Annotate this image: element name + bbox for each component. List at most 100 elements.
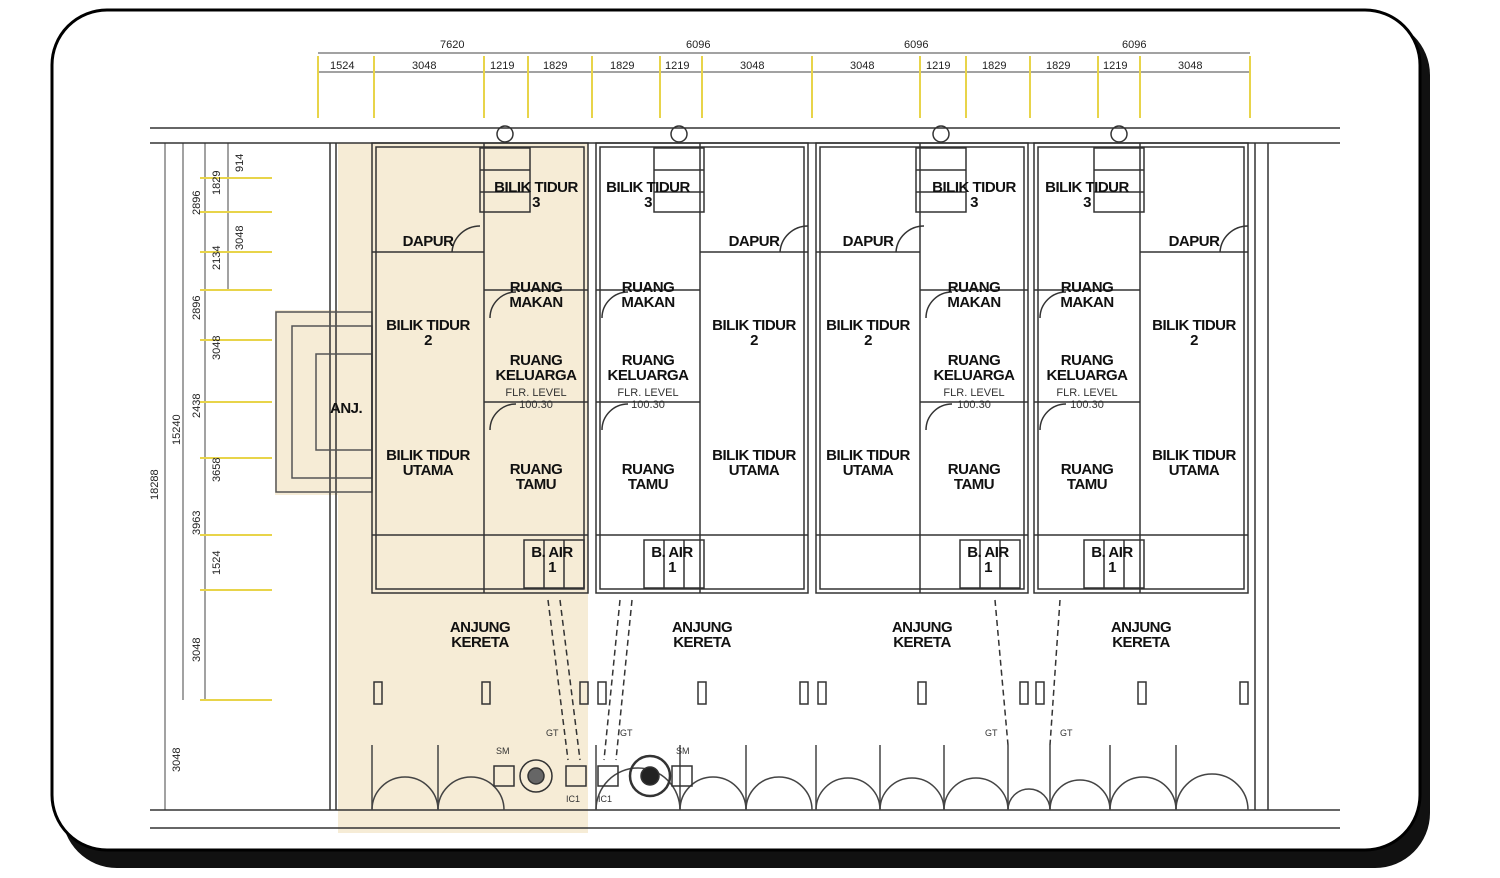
gate-arc-6	[879, 777, 945, 811]
room-label-line: 3	[644, 194, 652, 211]
kitchen-fixtures	[479, 147, 531, 213]
room-label-line: 1	[984, 559, 992, 576]
top-seg-7: 3048	[740, 60, 764, 72]
porch-pillar	[597, 681, 607, 705]
room-label-line: MAKAN	[509, 294, 562, 311]
room-label-line: RUANG	[948, 279, 1001, 296]
room-label-kitchen: DAPUR	[403, 233, 455, 250]
room-label-line: KERETA	[451, 634, 509, 651]
left-small-3: 3048	[234, 226, 246, 250]
room-label-line: BILIK TIDUR	[1152, 447, 1236, 464]
ic-label-1: IC1	[566, 794, 580, 804]
room-label-line: B. AIR	[651, 544, 693, 561]
door-swing	[1219, 225, 1249, 253]
door-swing	[1039, 291, 1067, 319]
porch-pillar	[817, 681, 827, 705]
floor-level-line: 100.30	[631, 399, 665, 411]
vent-symbol	[932, 125, 950, 143]
gate-arc-3	[679, 776, 747, 811]
left-small-2: 914	[234, 154, 246, 172]
left-dim-8: 3048	[191, 638, 203, 662]
door-swing	[779, 225, 809, 253]
frame-panel	[50, 8, 1422, 852]
room-label-line: BILIK TIDUR	[494, 179, 578, 196]
gate-arc-11	[1175, 773, 1249, 811]
porch-pillar	[1019, 681, 1029, 705]
floor-level-line: FLR. LEVEL	[505, 387, 566, 399]
room-label-line: BILIK TIDUR	[712, 447, 796, 464]
room-label-line: MAKAN	[947, 294, 1000, 311]
room-label-line: DAPUR	[1169, 233, 1221, 250]
left-dim-1: 2896	[191, 191, 203, 215]
room-label-line: ANJUNG	[1111, 619, 1171, 636]
room-label-line: UTAMA	[843, 462, 894, 479]
unit-1	[371, 125, 589, 705]
room-label-line: KELUARGA	[1047, 367, 1129, 384]
sm-label-1: SM	[496, 746, 510, 756]
unit-wall-inner	[375, 146, 585, 590]
unit-2	[595, 125, 809, 705]
door-swing	[925, 291, 953, 319]
left-dim-9: 3048	[171, 748, 183, 772]
door-swing	[489, 291, 517, 319]
floor-level-line: FLR. LEVEL	[617, 387, 678, 399]
room-label-line: 3	[532, 194, 540, 211]
top-seg-1: 1524	[330, 60, 354, 72]
room-label-line: B. AIR	[531, 544, 573, 561]
porch-pillar	[799, 681, 809, 705]
top-seg-5: 1829	[610, 60, 634, 72]
gt-label-2: GT	[620, 728, 633, 738]
room-label-line: B. AIR	[967, 544, 1009, 561]
room-label-line: MAKAN	[1060, 294, 1113, 311]
left-dimension-ticks	[200, 177, 272, 701]
room-label-line: RUANG	[510, 461, 563, 478]
top-total-4: 6096	[1122, 39, 1146, 51]
gate-arc-0	[371, 776, 439, 811]
gate-arc-7	[943, 777, 1009, 811]
vent-symbol	[670, 125, 688, 143]
gate-arc-1	[437, 776, 505, 811]
unit-wall	[815, 142, 1029, 594]
unit-wall-inner	[1037, 146, 1245, 590]
gate-arc-4	[745, 776, 813, 811]
unit-4	[1033, 125, 1249, 705]
drainage-symbols	[493, 599, 1061, 798]
top-seg-8: 3048	[850, 60, 874, 72]
room-label-line: RUANG	[948, 461, 1001, 478]
floor-level-line: 100.30	[957, 399, 991, 411]
room-label-line: RUANG	[1061, 461, 1114, 478]
unit-wall	[595, 142, 809, 594]
room-label-line: TAMU	[628, 476, 668, 493]
room-label-line: 2	[864, 332, 872, 349]
room-label-line: 1	[548, 559, 556, 576]
room-label-line: ANJUNG	[892, 619, 952, 636]
room-label-line: KERETA	[1112, 634, 1170, 651]
door-swing	[925, 403, 953, 431]
unit-3	[815, 125, 1029, 705]
top-seg-2: 3048	[412, 60, 436, 72]
left-small-4: 3048	[211, 336, 223, 360]
unit-wall-inner	[599, 146, 805, 590]
gate-arc-9	[1049, 779, 1111, 811]
room-label-line: 2	[750, 332, 758, 349]
room-label-line: DAPUR	[843, 233, 895, 250]
room-label-line: 3	[970, 194, 978, 211]
side-room-label: ANJ.	[330, 400, 363, 417]
